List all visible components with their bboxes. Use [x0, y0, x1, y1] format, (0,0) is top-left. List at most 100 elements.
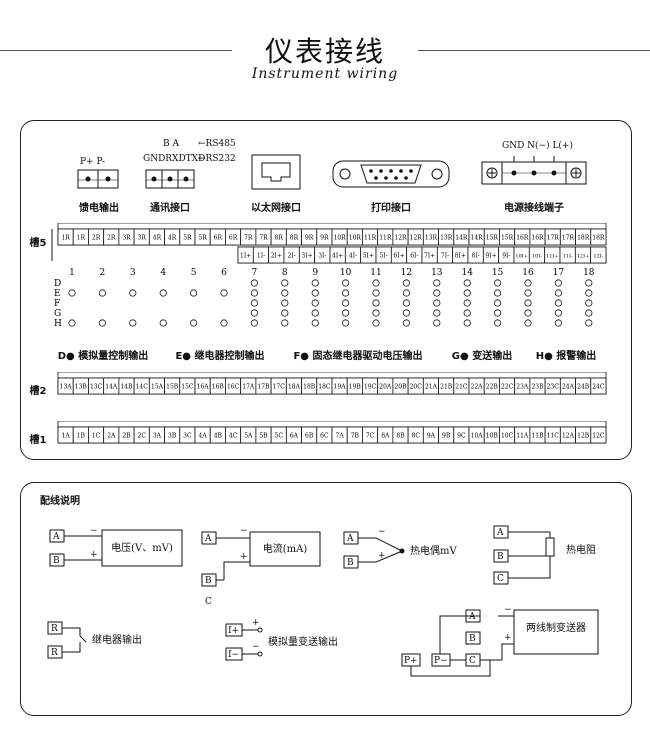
tx-plus: + — [504, 633, 512, 643]
slot5-top-cell-label: 17R — [547, 235, 560, 242]
slot5-bottom-cell-label: 12I+ — [577, 254, 590, 260]
terminal-hole — [433, 279, 441, 287]
slot1-cell-label: 4A — [199, 433, 208, 440]
slot5-bottom-cell-label: 2I- — [288, 253, 296, 260]
slot5-top-cell-label: 17R — [562, 235, 575, 242]
slot5-top-cell-box — [590, 228, 607, 246]
slot1-cell-label: 9C — [457, 433, 466, 440]
rtd-a: A — [496, 528, 504, 538]
terminal-hole — [341, 309, 350, 317]
slot1-cell-label: 12B — [577, 433, 590, 440]
analog-im: I− — [228, 650, 239, 660]
slot5-top-cell-label: 5R — [183, 235, 192, 242]
slot2-cell-label: 14B — [120, 384, 133, 391]
terminal-hole — [341, 319, 350, 327]
slot5-bottom-cell-label: 5I+ — [363, 253, 374, 260]
slot5-top-cell-label: 14R — [471, 235, 484, 242]
slot2-cell-label: 16A — [197, 384, 210, 391]
channel-number: 9 — [312, 268, 318, 278]
row-letter: G — [54, 309, 61, 319]
terminal-hole — [311, 309, 319, 317]
slot5-top-cell-label: 7R — [244, 235, 253, 242]
channel-number: 13 — [431, 268, 443, 278]
slot5-bottom-cell-label: 8I+ — [455, 253, 466, 260]
channel-number: 11 — [370, 268, 381, 278]
channel-number: 17 — [553, 268, 565, 278]
slot5-top-cell-label: 4R — [168, 235, 177, 242]
rs485-pins: B A — [163, 139, 179, 149]
terminal-hole — [402, 299, 410, 307]
slot5-bottom-cell-label: 9I- — [502, 253, 510, 260]
relay-label: 继电器输出 — [92, 633, 142, 646]
terminal-hole — [159, 289, 167, 297]
legend-relay-output: E● 继电器控制输出 — [175, 351, 265, 362]
slot2-cell-box — [590, 377, 607, 395]
slot5-bottom-cell-label: 9I+ — [485, 253, 496, 260]
row-letter: E — [54, 289, 61, 299]
channel-number: 5 — [191, 268, 197, 278]
slot1-cell-label: 5C — [275, 433, 284, 440]
voltage-label: 电压(V、mV) — [111, 541, 173, 554]
channel-number: 10 — [340, 268, 352, 278]
slot5-bottom-cell-label: 6I- — [410, 253, 418, 260]
slot5-top-cell-label: 6R — [229, 235, 238, 242]
terminal-hole — [98, 319, 107, 327]
current-label: 电流(mA) — [263, 542, 308, 555]
slot5-bottom-cell-label: 10I- — [532, 254, 542, 260]
slot1-cell-label: 8B — [396, 433, 405, 440]
comm-terminal-icon — [145, 169, 195, 189]
channel-number: 14 — [461, 268, 473, 278]
channel-number: 1 — [69, 268, 75, 278]
volt-minus: − — [90, 526, 98, 536]
slot5-top-cell-label: 12R — [394, 235, 407, 242]
power-terminal-icon — [481, 156, 587, 185]
tx-a: A — [468, 612, 476, 622]
rs485-label: ←RS485 — [198, 139, 236, 149]
slot2-cell-label: 18A — [288, 384, 301, 391]
terminal-hole — [281, 319, 289, 327]
slot5-bottom-cell-label: 8I- — [472, 253, 480, 260]
slot5-top-cell-label: 13R — [440, 235, 453, 242]
slot5-top-cell-label: 3R — [122, 235, 131, 242]
feed-terminal-icon — [77, 169, 119, 189]
terminal-hole — [372, 289, 380, 297]
slot2-cell-label: 21A — [425, 384, 438, 391]
terminal-hole — [129, 319, 137, 327]
slot1-cell-label: 8C — [412, 433, 421, 440]
slot5-top-cell-label: 9R — [320, 235, 329, 242]
slot5-bottom-cell-label: 1I- — [257, 253, 265, 260]
tc-b: B — [347, 558, 354, 568]
slot1-cell-label: 10B — [486, 433, 499, 440]
slot5-top-cell-label: 1R — [61, 235, 70, 242]
analog-label: 模拟量变送输出 — [268, 635, 338, 648]
rtd-b: B — [497, 552, 504, 562]
slot1-cell-label: 12C — [592, 433, 605, 440]
printer-label: 打印接口 — [371, 203, 411, 214]
terminal-hole — [554, 309, 562, 317]
slot2-cell-label: 23C — [547, 384, 560, 391]
terminal-hole — [190, 319, 198, 327]
terminal-hole — [372, 299, 380, 307]
channel-number: 18 — [583, 268, 595, 278]
channel-number: 15 — [492, 268, 504, 278]
tx-pp: P+ — [404, 656, 418, 666]
legend-alarm-output: H● 报警输出 — [535, 351, 597, 362]
volt-a: A — [52, 532, 60, 542]
slot5-bottom-cell-label: 3I+ — [301, 253, 312, 260]
slot1-cell-label: 6C — [320, 433, 329, 440]
relay-r2: R — [51, 648, 58, 658]
ethernet-label: 以太网接口 — [251, 203, 301, 214]
terminal-hole — [68, 289, 76, 297]
terminal-hole — [554, 299, 562, 307]
terminal-hole — [341, 279, 350, 287]
slot5-top-cell-label: 1R — [77, 235, 86, 242]
terminal-hole — [68, 319, 76, 327]
terminal-hole — [311, 289, 319, 297]
tc-a: A — [346, 534, 354, 544]
slot2-cell-label: 18C — [318, 384, 331, 391]
terminal-hole — [585, 299, 593, 307]
relay-r1: R — [51, 624, 58, 634]
cur-b: B — [205, 576, 212, 586]
